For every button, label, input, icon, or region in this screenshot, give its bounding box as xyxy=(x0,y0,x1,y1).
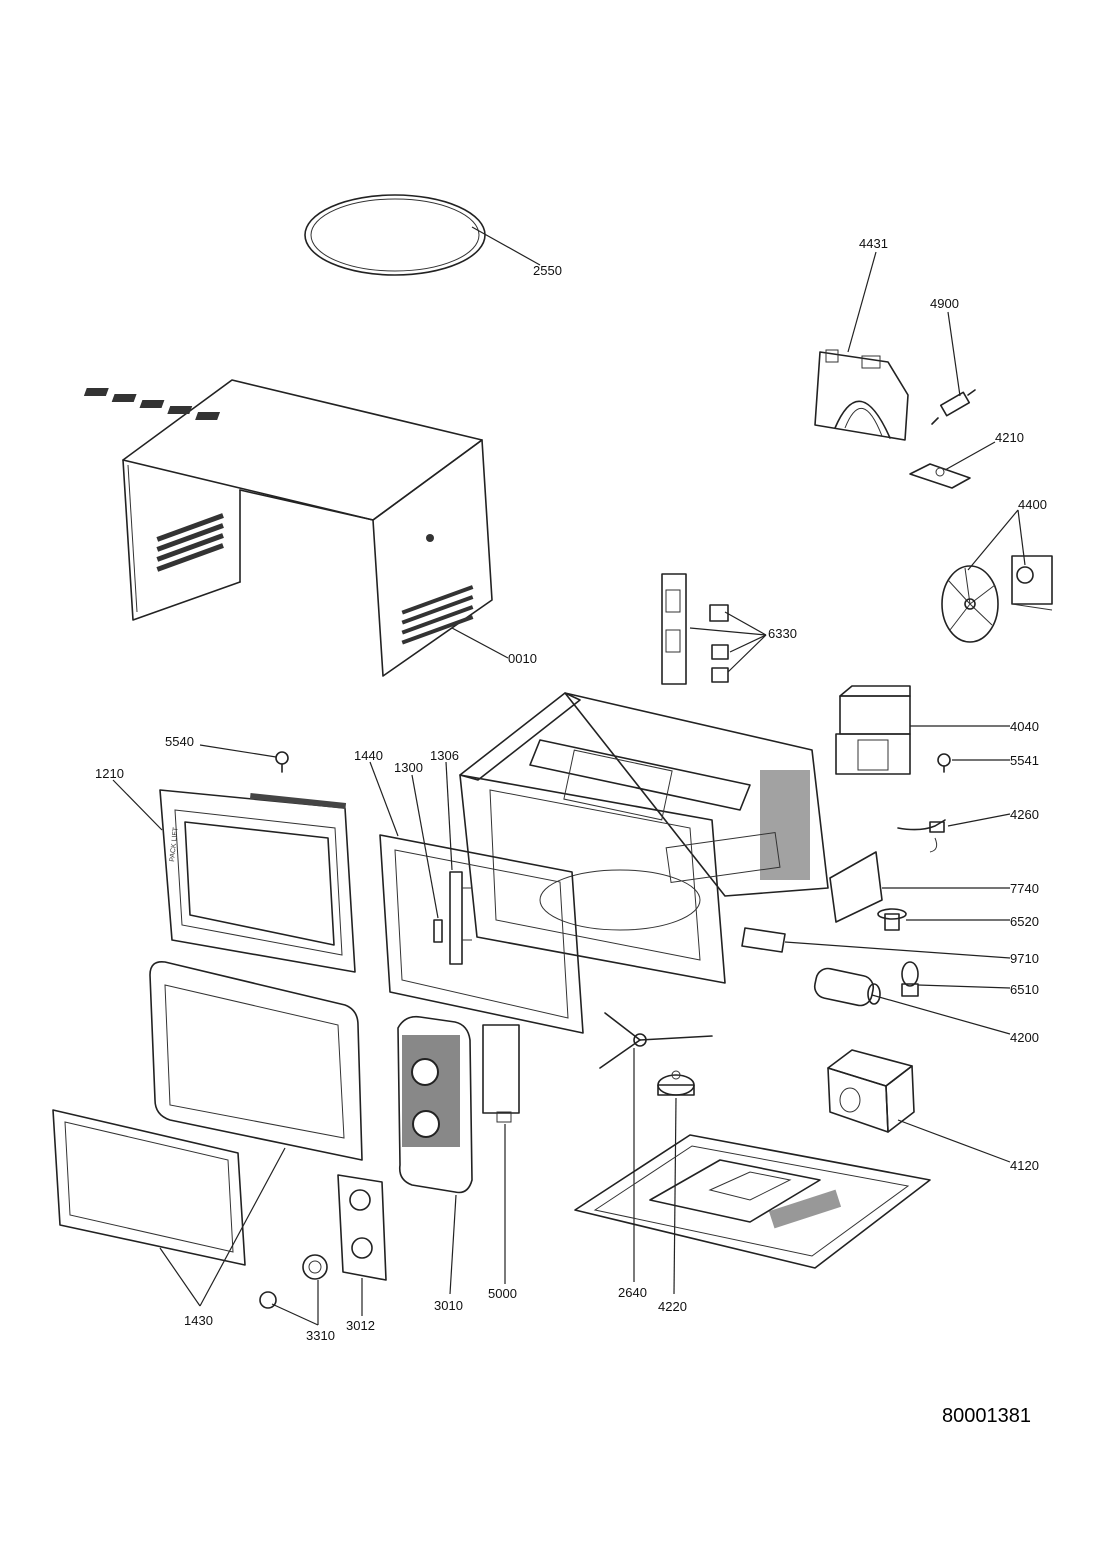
label-1210: 1210 xyxy=(95,766,124,781)
part-4040-magnetron xyxy=(835,685,911,775)
part-3010-control-panel xyxy=(397,1015,473,1194)
drawing-code: 80001381 xyxy=(942,1405,1031,1427)
part-6520-lamp-holder xyxy=(877,908,907,931)
label-3010: 3010 xyxy=(434,1298,463,1313)
label-4260: 4260 xyxy=(1010,807,1039,822)
part-3310-knob xyxy=(259,1254,328,1309)
label-1306: 1306 xyxy=(430,748,459,763)
label-4220: 4220 xyxy=(658,1299,687,1314)
part-9710-bracket xyxy=(741,927,786,953)
part-4200-capacitor xyxy=(813,967,881,1007)
label-4200: 4200 xyxy=(1010,1030,1039,1045)
part-door-front-housing xyxy=(149,960,363,1161)
part-1210-door-frame: PACK LIFT xyxy=(159,789,356,973)
part-5541-thermostat xyxy=(937,753,951,773)
label-4900: 4900 xyxy=(930,296,959,311)
part-4120-transformer xyxy=(827,1049,915,1133)
part-4260-wire xyxy=(897,819,946,853)
label-4120: 4120 xyxy=(1010,1158,1039,1173)
part-4900-thermal-fuse xyxy=(931,389,976,425)
label-0010: 0010 xyxy=(508,651,537,666)
part-cavity-chassis xyxy=(459,692,829,984)
label-4210: 4210 xyxy=(995,430,1024,445)
label-5540: 5540 xyxy=(165,734,194,749)
label-4040: 4040 xyxy=(1010,719,1039,734)
part-4220-turntable-motor xyxy=(657,1070,695,1096)
label-3310: 3310 xyxy=(306,1328,335,1343)
label-6330: 6330 xyxy=(768,626,797,641)
part-4210-sensor-plate xyxy=(909,463,971,489)
label-4431: 4431 xyxy=(859,236,888,251)
part-1300-latch xyxy=(433,919,443,943)
part-4400-fan-motor xyxy=(941,555,1053,643)
label-2550: 2550 xyxy=(533,263,562,278)
label-6520: 6520 xyxy=(1010,914,1039,929)
label-1430: 1430 xyxy=(184,1313,213,1328)
part-5000-panel-card xyxy=(482,1024,520,1123)
label-9710: 9710 xyxy=(1010,951,1039,966)
label-2640: 2640 xyxy=(618,1285,647,1300)
part-1430-door-glass xyxy=(52,1109,246,1266)
part-0010-outer-casing xyxy=(83,379,493,677)
label-5541: 5541 xyxy=(1010,753,1039,768)
part-4431-waveguide-cover xyxy=(814,349,909,441)
part-7740-cover-plate xyxy=(829,851,883,923)
part-6510-lamp xyxy=(901,961,919,997)
label-4400: 4400 xyxy=(1018,497,1047,512)
part-3012-control-plate xyxy=(337,1174,387,1281)
label-6510: 6510 xyxy=(1010,982,1039,997)
part-base-plate xyxy=(574,1134,931,1269)
label-3012: 3012 xyxy=(346,1318,375,1333)
part-2550-gasket-ring xyxy=(304,194,486,276)
label-1440: 1440 xyxy=(354,748,383,763)
part-2640-roller-support xyxy=(599,1012,713,1069)
part-1306-hook xyxy=(449,871,472,965)
label-1300: 1300 xyxy=(394,760,423,775)
part-5540-thermostat xyxy=(275,751,289,773)
label-5000: 5000 xyxy=(488,1286,517,1301)
part-1440-choke-frame xyxy=(379,834,584,1034)
label-7740: 7740 xyxy=(1010,881,1039,896)
door-print-text: PACK LIFT xyxy=(169,826,180,862)
